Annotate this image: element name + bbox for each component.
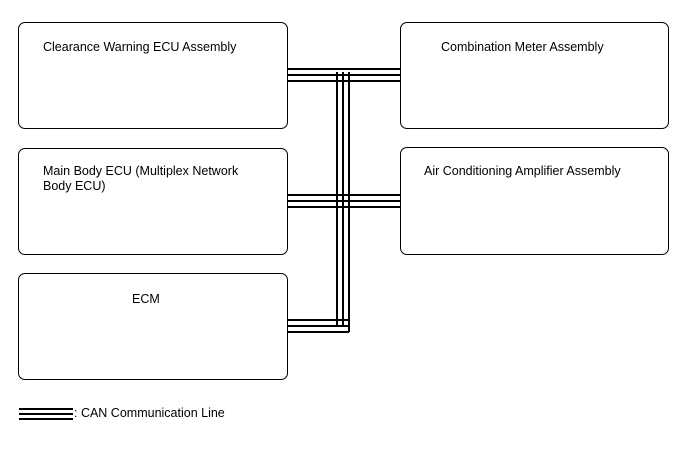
- combination-meter-box: Combination Meter Assembly: [400, 22, 669, 129]
- ecm-box: ECM: [18, 273, 288, 380]
- legend: : CAN Communication Line: [18, 404, 278, 426]
- ac-amplifier-label: Air Conditioning Amplifier Assembly: [424, 164, 621, 178]
- main-body-ecu-label: Main Body ECU (Multiplex Network Body EC…: [43, 164, 239, 193]
- can-line-legend-symbol: [19, 408, 73, 420]
- clearance-warning-ecu-box: Clearance Warning ECU Assembly: [18, 22, 288, 129]
- legend-label: : CAN Communication Line: [74, 406, 225, 420]
- clearance-warning-ecu-label: Clearance Warning ECU Assembly: [43, 40, 237, 54]
- combination-meter-label: Combination Meter Assembly: [441, 40, 604, 54]
- ac-amplifier-box: Air Conditioning Amplifier Assembly: [400, 147, 669, 255]
- ecm-label: ECM: [132, 292, 160, 306]
- main-body-ecu-box: Main Body ECU (Multiplex Network Body EC…: [18, 148, 288, 255]
